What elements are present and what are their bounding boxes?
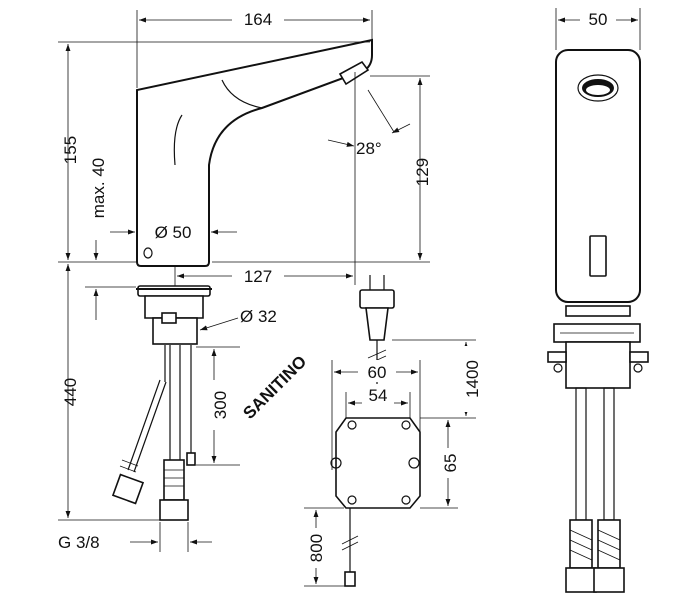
faucet-side-view xyxy=(547,49,649,593)
base-flange xyxy=(137,285,211,297)
faucet-body-outline xyxy=(136,38,373,267)
side-fitting-left xyxy=(565,519,597,593)
control-box-screw-top-right xyxy=(401,420,411,430)
dim-hose-diameter-label: Ø 32 xyxy=(240,307,277,326)
dim-total-height: 155 xyxy=(58,41,370,263)
dim-box-outer-width: 60 xyxy=(331,360,421,470)
dim-hose-length-label: 300 xyxy=(211,391,230,419)
side-base-flange xyxy=(565,305,631,317)
control-box-screw-top-left xyxy=(347,420,357,430)
side-body xyxy=(555,49,641,303)
dim-sensor-cable-length-label: 800 xyxy=(307,534,326,562)
hose-fitting-right xyxy=(159,459,189,521)
sensor-cable-plug xyxy=(186,452,196,466)
dim-hose-diameter: Ø 32 xyxy=(199,307,277,331)
side-fitting-right xyxy=(593,519,625,593)
dim-total-height-label: 155 xyxy=(61,136,80,164)
mounting-bracket xyxy=(152,317,198,345)
watermark: SANITINO xyxy=(239,352,310,423)
dim-max-thickness-label: max. 40 xyxy=(89,158,108,218)
dim-box-outer-width-label: 60 xyxy=(368,363,387,382)
supply-hose-left xyxy=(127,379,161,471)
mounting-bolt xyxy=(161,312,177,324)
dim-max-thickness: max. 40 xyxy=(85,158,136,320)
faucet-front-view xyxy=(111,38,373,521)
dim-top-width: 164 xyxy=(136,8,373,88)
control-box xyxy=(330,417,421,587)
dim-box-height-label: 65 xyxy=(441,454,460,473)
sensor-cable-connector xyxy=(344,571,356,587)
side-sensor-window xyxy=(589,235,607,277)
aerator xyxy=(338,60,370,86)
dim-spout-height-label: 129 xyxy=(413,158,432,186)
dim-installation-depth-label: 440 xyxy=(61,378,80,406)
control-box-body xyxy=(335,417,421,509)
hose-fitting-left xyxy=(111,459,145,505)
supply-hose-left-2 xyxy=(133,381,167,473)
dim-side-width-label: 50 xyxy=(589,10,608,29)
watermark-text: SANITINO xyxy=(239,352,310,423)
dim-spout-angle-label: 28° xyxy=(356,139,382,158)
faucet-body-shade xyxy=(221,79,263,109)
dim-side-width: 50 xyxy=(555,8,641,50)
dim-base-diameter-label: Ø 50 xyxy=(155,223,192,242)
dim-spout-projection-label: 127 xyxy=(244,267,272,286)
dim-mains-cable-length-label: 1400 xyxy=(463,360,482,398)
side-hose-right xyxy=(603,387,615,521)
side-mounting-block xyxy=(565,341,631,389)
faucet-body-curve xyxy=(173,114,183,166)
power-plug xyxy=(359,275,395,390)
side-aerator-core xyxy=(586,85,610,95)
control-box-screw-bottom-left xyxy=(347,495,357,505)
dim-connection-thread-label: G 3/8 xyxy=(58,533,100,552)
dim-mains-cable-length: 1400 xyxy=(392,339,482,419)
dim-top-width-label: 164 xyxy=(244,10,272,29)
sensor-dot xyxy=(143,247,153,259)
dim-box-height: 65 xyxy=(420,420,462,509)
side-aerator-outer xyxy=(577,74,619,102)
dim-box-inner-width-label: 54 xyxy=(369,386,388,405)
dim-sensor-cable-length: 800 xyxy=(304,507,346,587)
control-box-screw-bottom-right xyxy=(401,495,411,505)
side-hose-left xyxy=(575,387,587,521)
dim-spout-projection: 127 xyxy=(174,72,356,286)
mounting-nut xyxy=(144,295,204,319)
dim-spout-angle: 28° xyxy=(327,89,411,158)
dim-box-inner-width: 54 xyxy=(345,384,411,418)
control-box-screw-right xyxy=(408,457,420,469)
dim-hose-length: 300 xyxy=(196,346,240,466)
control-box-screw-left xyxy=(330,457,342,469)
dim-installation-depth: 440 xyxy=(58,264,160,521)
dim-spout-height: 129 xyxy=(212,75,432,263)
dim-connection-thread: G 3/8 xyxy=(58,522,212,552)
dim-base-diameter: Ø 50 xyxy=(110,220,237,242)
